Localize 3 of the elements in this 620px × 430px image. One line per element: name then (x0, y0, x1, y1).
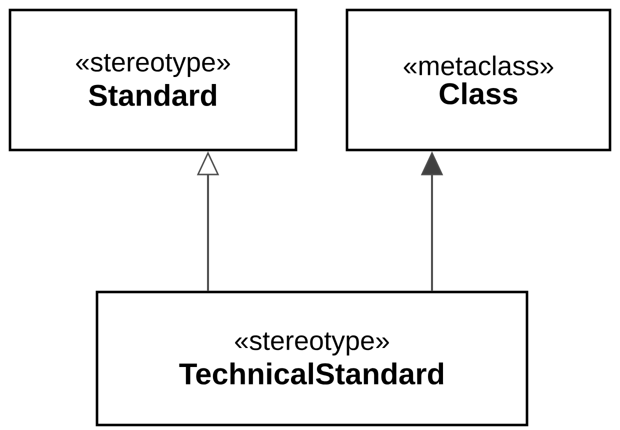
class-box: «stereotype» TechnicalStandard (96, 290, 528, 426)
class-box: «stereotype» Standard (8, 8, 298, 152)
class-box: «metaclass» Class (346, 8, 612, 152)
